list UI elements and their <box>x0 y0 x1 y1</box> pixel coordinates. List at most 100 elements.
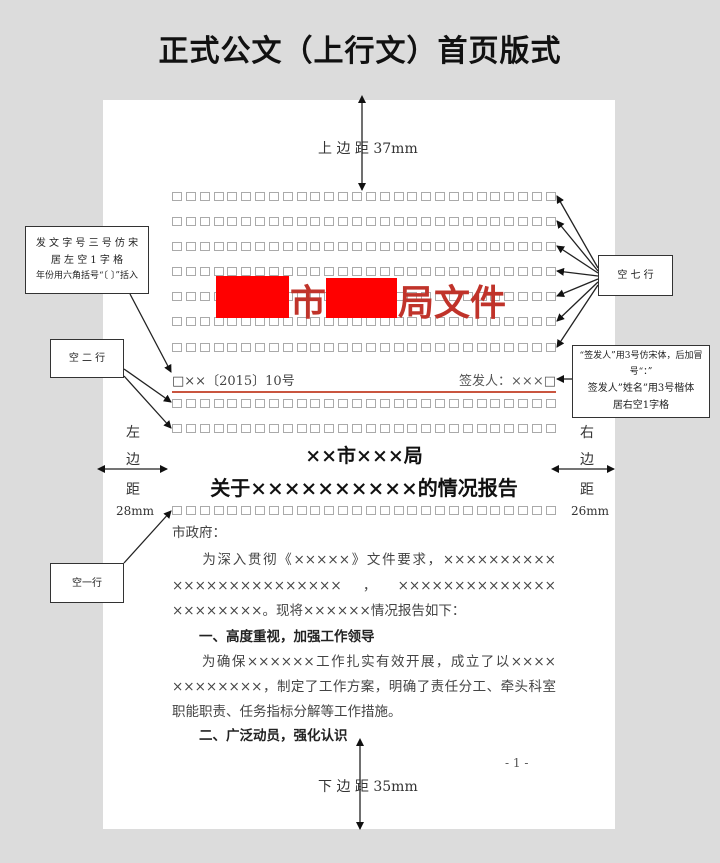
grid-box <box>227 267 238 276</box>
grid-box <box>518 424 529 433</box>
grid-box <box>241 267 252 276</box>
grid-box <box>282 217 293 226</box>
body-line: ××××××××。现将××××××情况报告如下： <box>172 603 466 619</box>
grid-box <box>199 292 210 301</box>
grid-box <box>435 343 446 352</box>
grid-box <box>185 399 196 408</box>
grid-box <box>545 292 556 301</box>
grid-box <box>351 192 362 201</box>
grid-box <box>255 343 266 352</box>
grid-box <box>213 399 224 408</box>
grid-box <box>379 424 390 433</box>
grid-box <box>518 399 529 408</box>
note-line: 年份用六角括号“〔 〕”括入 <box>35 271 139 282</box>
grid-box <box>255 267 266 276</box>
blank-seven-arrow <box>556 220 599 272</box>
grid-box <box>338 242 349 251</box>
grid-box <box>435 267 446 276</box>
grid-box <box>518 192 529 201</box>
body-line: ×××××××××××××××，×××××××××××××× <box>172 578 556 594</box>
grid-box <box>421 317 432 326</box>
grid-box <box>421 267 432 276</box>
grid-box <box>435 242 446 251</box>
grid-box <box>421 343 432 352</box>
grid-box <box>338 424 349 433</box>
doc-number: □××〔2015〕10号 <box>172 374 295 389</box>
grid-box <box>393 343 404 352</box>
grid-box <box>227 343 238 352</box>
grid-box <box>296 343 307 352</box>
grid-box <box>268 399 279 408</box>
grid-box <box>310 242 321 251</box>
grid-box <box>504 317 515 326</box>
grid-box <box>462 506 473 515</box>
grid-box <box>296 192 307 201</box>
blank-seven-arrow <box>556 284 599 348</box>
grid-row <box>172 266 556 278</box>
grid-box <box>393 506 404 515</box>
doc-number-arrow <box>129 293 172 373</box>
grid-box <box>379 192 390 201</box>
note-line: 签发人”姓名”用3号楷体 <box>587 382 695 394</box>
grid-box <box>185 217 196 226</box>
grid-box <box>531 399 542 408</box>
grid-box <box>407 343 418 352</box>
grid-box <box>476 217 487 226</box>
grid-box <box>531 506 542 515</box>
grid-box <box>282 399 293 408</box>
redacted-city-block <box>216 276 289 318</box>
grid-box <box>255 192 266 201</box>
grid-box <box>296 217 307 226</box>
grid-box <box>324 267 335 276</box>
grid-box <box>310 217 321 226</box>
grid-box <box>255 424 266 433</box>
body-line: 为确保××××××工作扎实有效开展，成立了以×××× <box>172 654 556 670</box>
grid-box <box>435 424 446 433</box>
grid-box <box>545 317 556 326</box>
section-heading: 一、高度重视，加强工作领导 <box>172 629 375 645</box>
grid-box <box>393 399 404 408</box>
grid-box <box>545 192 556 201</box>
blank-one-arrow <box>123 510 172 564</box>
grid-box <box>545 242 556 251</box>
grid-box <box>324 399 335 408</box>
grid-box <box>241 192 252 201</box>
grid-box <box>338 267 349 276</box>
grid-box <box>213 192 224 201</box>
grid-box <box>448 506 459 515</box>
grid-box <box>490 317 501 326</box>
grid-box <box>351 343 362 352</box>
grid-box <box>504 424 515 433</box>
header-bureau-text: 局文件 <box>398 282 507 324</box>
grid-box <box>324 217 335 226</box>
grid-box <box>227 399 238 408</box>
grid-box <box>518 267 529 276</box>
grid-box <box>199 506 210 515</box>
blank-two-note: 空 二 行 <box>50 339 124 378</box>
grid-box <box>310 399 321 408</box>
grid-box <box>379 267 390 276</box>
grid-box <box>462 267 473 276</box>
grid-box <box>504 192 515 201</box>
left-margin-char: 边 <box>126 452 140 468</box>
left-margin-char: 距 <box>126 482 140 498</box>
grid-box <box>421 292 432 301</box>
left-margin-char: 左 <box>126 425 140 441</box>
body-line: 为深入贯彻《×××××》文件要求，×××××××××× <box>172 552 556 568</box>
grid-box <box>185 317 196 326</box>
grid-box <box>213 217 224 226</box>
grid-box <box>518 292 529 301</box>
grid-box <box>435 292 446 301</box>
grid-box <box>365 506 376 515</box>
grid-box <box>435 192 446 201</box>
grid-box <box>531 192 542 201</box>
grid-box <box>268 424 279 433</box>
grid-box <box>365 424 376 433</box>
grid-box <box>310 343 321 352</box>
grid-box <box>476 242 487 251</box>
grid-box <box>351 242 362 251</box>
blank-seven-note: 空 七 行 <box>598 255 673 296</box>
page-title: 正式公文（上行文）首页版式 <box>158 34 562 69</box>
grid-box <box>545 343 556 352</box>
grid-box <box>435 506 446 515</box>
